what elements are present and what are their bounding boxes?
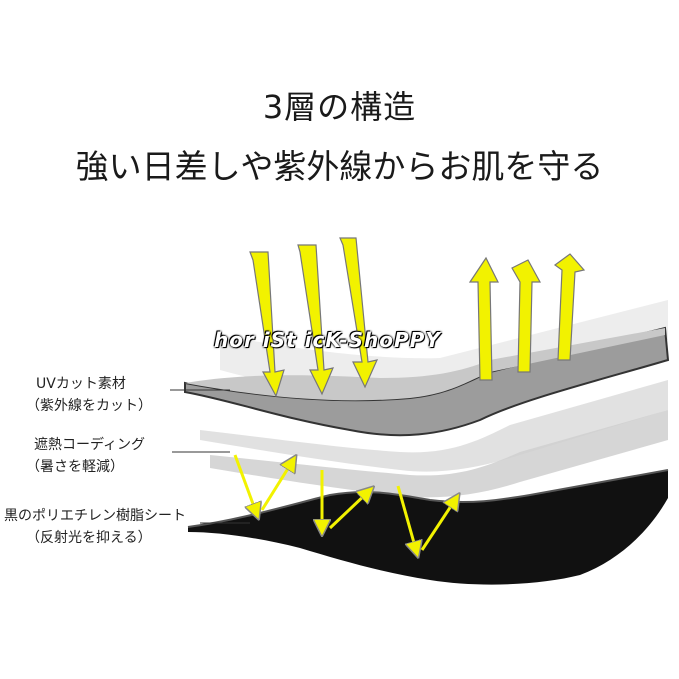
inner-arrows — [233, 455, 455, 550]
label-uv-title: UVカット素材 — [36, 376, 126, 392]
shop-watermark: hor iSt icK-ShoPPY — [214, 328, 441, 352]
layer-heat-insulation — [200, 380, 668, 472]
layer-heat-insulation-2 — [210, 410, 668, 498]
layer-uv-cut-top — [185, 328, 665, 401]
label-heat-subtitle: （暑さを軽減） — [26, 459, 124, 475]
label-black-title: 黒のポリエチレン樹脂シート — [4, 508, 186, 524]
label-heat-title: 遮熱コーディング — [34, 437, 146, 453]
label-black-subtitle: （反射光を抑える） — [26, 530, 152, 546]
reflection-arrows-up — [468, 253, 586, 381]
heading-title: 3層の構造 — [262, 88, 417, 126]
layer-black-sheet — [188, 470, 668, 585]
sunlight-arrows-down — [249, 237, 379, 398]
heading-subtitle: 強い日差しや紫外線からお肌を守る — [75, 147, 604, 186]
layer-sheet-back — [220, 300, 668, 397]
label-uv-subtitle: （紫外線をカット） — [26, 398, 152, 414]
